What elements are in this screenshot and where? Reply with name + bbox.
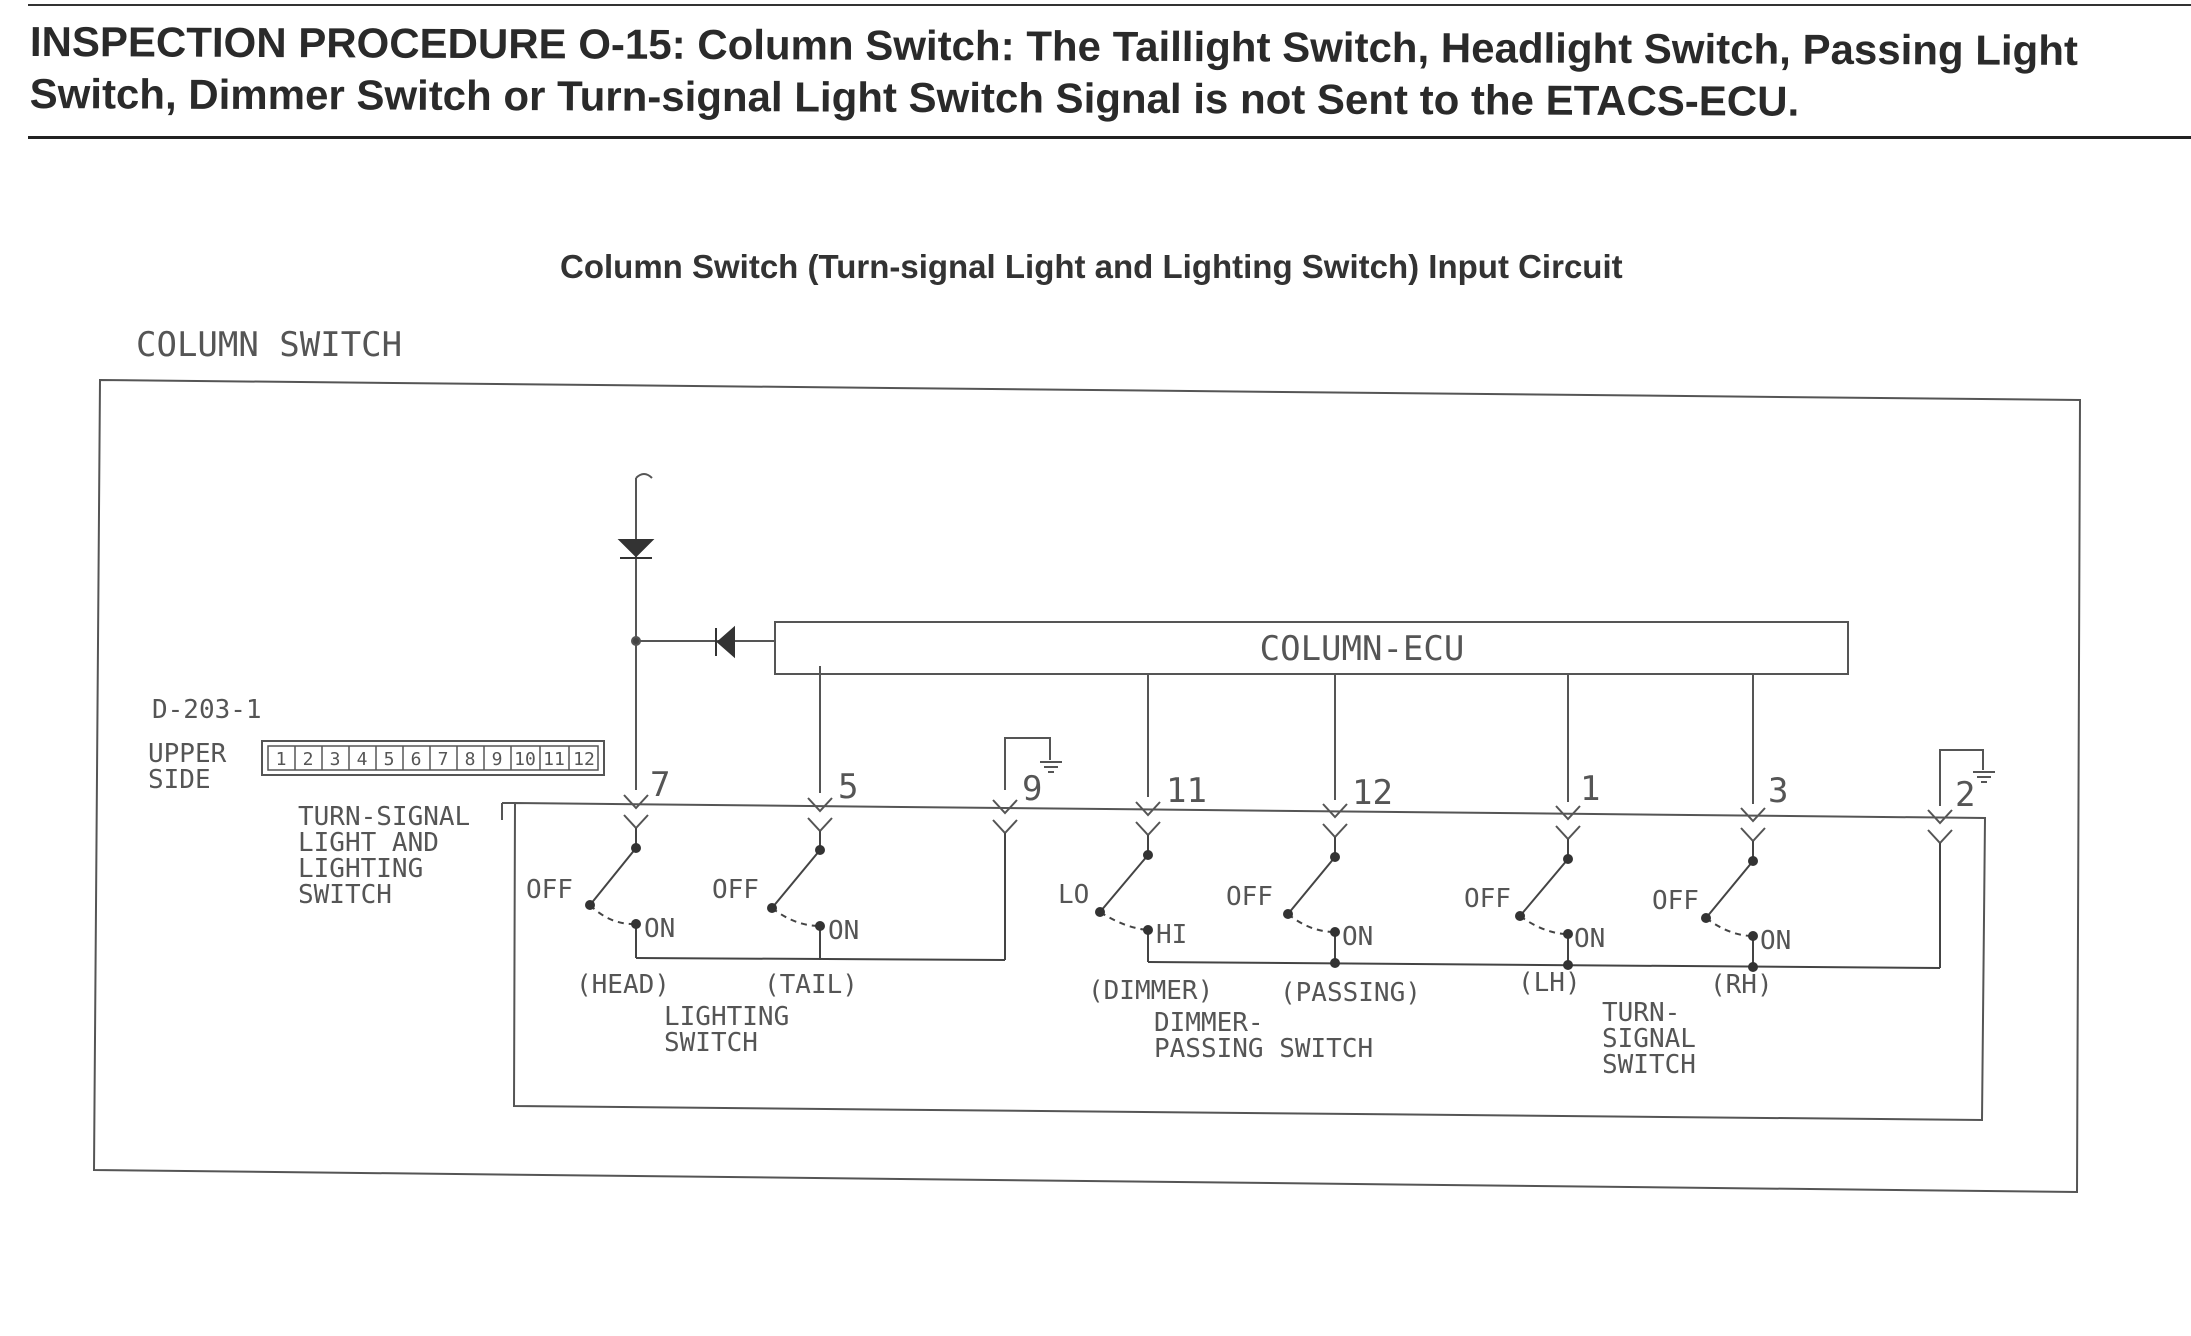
switch-off-label: OFF <box>1226 882 1273 912</box>
connector-pin: 4 <box>357 749 368 770</box>
pin-number: 3 <box>1768 771 1788 811</box>
connector-pin: 5 <box>384 749 395 770</box>
pin-number: 1 <box>1580 769 1600 809</box>
group-label: SWITCH <box>664 1028 758 1058</box>
switch-on-label: ON <box>1574 924 1605 954</box>
connector-side-label: UPPER <box>148 739 227 769</box>
diagram-title: Column Switch (Turn-signal Light and Lig… <box>560 248 1623 285</box>
header-top-rule <box>28 4 2191 6</box>
pin-number: 12 <box>1352 773 1393 813</box>
switch-name: (DIMMER) <box>1088 976 1213 1006</box>
connector-pin: 7 <box>438 749 449 770</box>
ground-icon <box>1040 761 1995 783</box>
connector-pin: 6 <box>411 749 422 770</box>
column-switch-outer-box <box>92 378 2082 1194</box>
pin-number: 5 <box>838 767 858 807</box>
group-label: TURN- <box>1602 998 1680 1028</box>
connector-id: D-203-1 <box>152 695 262 725</box>
group-label: DIMMER- <box>1154 1008 1264 1038</box>
switch-off-label: OFF <box>526 875 573 905</box>
pin-number: 7 <box>650 765 670 805</box>
group-label: PASSING SWITCH <box>1154 1034 1373 1064</box>
switch-name: (RH) <box>1710 970 1773 1000</box>
switch-on-label: HI <box>1156 920 1187 950</box>
assembly-inner-box <box>512 801 1987 1122</box>
assembly-label: TURN-SIGNAL <box>298 802 470 832</box>
header-bottom-rule <box>28 136 2191 139</box>
switch-on-label: ON <box>1760 926 1791 956</box>
pin-number: 2 <box>1955 775 1975 815</box>
connector-pin: 11 <box>543 749 565 770</box>
switch-off-label: OFF <box>1464 884 1511 914</box>
pin-number: 11 <box>1166 771 1207 811</box>
connector-pin: 9 <box>492 749 503 770</box>
switch-off-label: LO <box>1058 880 1089 910</box>
pin-number: 9 <box>1022 769 1042 809</box>
connector-side-label: SIDE <box>148 765 211 795</box>
connector-pin: 12 <box>573 749 595 770</box>
connector-pin: 1 <box>276 749 287 770</box>
switch-contact-dots <box>585 843 1758 972</box>
connector-pin: 3 <box>330 749 341 770</box>
switch-off-label: OFF <box>712 875 759 905</box>
group-label: LIGHTING <box>664 1002 789 1032</box>
connector-pin: 8 <box>465 749 476 770</box>
column-switch-label: COLUMN SWITCH <box>136 325 402 365</box>
group-label: SWITCH <box>1602 1050 1696 1080</box>
feed-diode-icon <box>617 539 655 558</box>
connector-pin: 10 <box>514 749 536 770</box>
switch-on-label: ON <box>828 916 859 946</box>
switch-on-label: ON <box>644 914 675 944</box>
switch-off-label: OFF <box>1652 886 1699 916</box>
switch-name: (PASSING) <box>1280 978 1421 1008</box>
ecu-diode-icon <box>716 625 735 659</box>
connector-pin: 2 <box>303 749 314 770</box>
assembly-label: SWITCH <box>298 880 392 910</box>
switch-name: (LH) <box>1518 968 1581 998</box>
switch-name: (HEAD) <box>576 970 670 1000</box>
group-label: SIGNAL <box>1602 1024 1696 1054</box>
column-ecu-box <box>774 621 1849 675</box>
switch-on-label: ON <box>1342 922 1373 952</box>
column-ecu-label: COLUMN-ECU <box>1260 629 1465 669</box>
switch-name: (TAIL) <box>764 970 858 1000</box>
assembly-label: LIGHT AND <box>298 828 439 858</box>
assembly-label: LIGHTING <box>298 854 423 884</box>
connector-d203-1: 1 2 3 4 5 6 7 8 9 10 11 12 <box>261 740 605 776</box>
